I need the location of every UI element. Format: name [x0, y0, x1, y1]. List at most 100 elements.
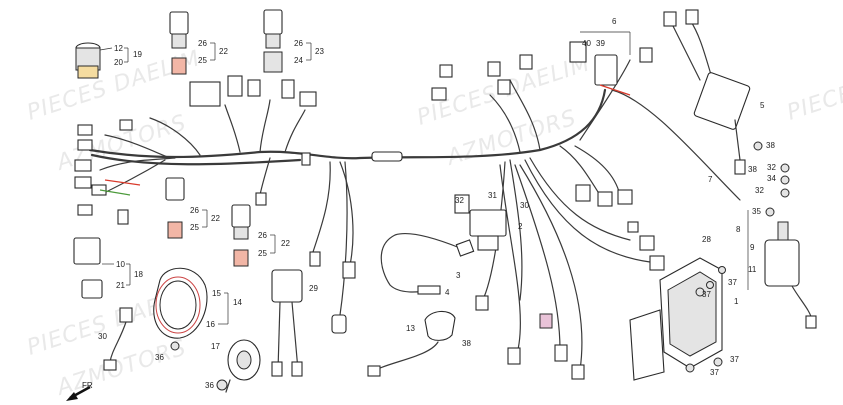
callout: 3 — [456, 271, 461, 280]
connector — [554, 344, 568, 362]
callout: 37 — [730, 355, 739, 364]
horn-17 — [225, 339, 261, 393]
connector — [575, 184, 591, 202]
watermark: PIECES — [784, 76, 843, 125]
callout: 38 — [766, 141, 775, 150]
callout: 30 — [520, 201, 529, 210]
callout: 38 — [462, 339, 471, 348]
callout: 7 — [708, 175, 713, 184]
bolt-37 — [718, 266, 726, 274]
callout: 10 — [116, 260, 125, 269]
callout: 15 — [212, 289, 221, 298]
connector — [475, 295, 489, 311]
callout: 32 — [767, 163, 776, 172]
connector-blocks-upper — [189, 75, 317, 107]
callout: 9 — [750, 243, 755, 252]
connector-cluster-left — [74, 119, 141, 225]
callout: 38 — [748, 165, 757, 174]
washer-35 — [765, 207, 775, 217]
callout: 6 — [612, 17, 617, 26]
callout: 25 — [198, 56, 207, 65]
callout: 1 — [734, 297, 739, 306]
callout: 32 — [755, 186, 764, 195]
connector — [539, 313, 553, 329]
callout: 24 — [294, 56, 303, 65]
horn-assembly — [153, 267, 208, 339]
callout: 14 — [233, 298, 242, 307]
starter-relay-9 — [764, 221, 817, 329]
harness-clip — [301, 152, 311, 166]
callout: 19 — [133, 50, 142, 59]
callout: 30 — [98, 332, 107, 341]
washer-34 — [780, 175, 790, 185]
callout: 26 — [258, 231, 267, 240]
connector — [649, 255, 665, 271]
relay-10 — [73, 237, 103, 299]
callout: 5 — [760, 101, 765, 110]
callout: 17 — [211, 342, 220, 351]
grommet — [170, 341, 180, 351]
callout: 34 — [767, 174, 776, 183]
bolt-37 — [706, 281, 714, 289]
callout: 20 — [114, 58, 123, 67]
callout: 26 — [198, 39, 207, 48]
connector — [571, 364, 585, 380]
callout: 39 — [596, 39, 605, 48]
callout: 8 — [736, 225, 741, 234]
callout: 22 — [219, 47, 228, 56]
cdi-unit — [629, 257, 723, 381]
regulator-5 — [663, 9, 751, 175]
callout: 21 — [116, 281, 125, 290]
relay-12 — [75, 42, 101, 79]
connector-cluster-right — [431, 41, 653, 101]
callout: 29 — [309, 284, 318, 293]
connector-29 — [103, 307, 133, 371]
relay-group-upper-1 — [169, 11, 189, 75]
callout: 18 — [134, 270, 143, 279]
connector — [74, 159, 92, 172]
callout: 2 — [518, 222, 523, 231]
connector — [639, 235, 655, 251]
callout: 37 — [710, 368, 719, 377]
connector — [627, 221, 639, 233]
connector — [617, 189, 633, 205]
connector — [507, 347, 521, 365]
callout: 16 — [206, 320, 215, 329]
connector — [77, 139, 93, 151]
callout: 22 — [211, 214, 220, 223]
spark-plug-lead — [380, 233, 475, 295]
harness-sleeve — [371, 151, 403, 162]
bolt-38 — [753, 141, 763, 151]
grommet — [216, 379, 228, 391]
relay-group-mid-2 — [231, 204, 251, 267]
connector — [597, 191, 613, 207]
callout: 37 — [728, 278, 737, 287]
callout: 26 — [294, 39, 303, 48]
module-27 — [271, 269, 303, 377]
callout: 13 — [406, 324, 415, 333]
connector — [309, 251, 321, 267]
callout: 22 — [281, 239, 290, 248]
connector — [77, 204, 93, 216]
callout: 4 — [445, 288, 450, 297]
callout: 25 — [190, 223, 199, 232]
callout: 40 — [582, 39, 591, 48]
connector — [91, 184, 107, 196]
callout: 23 — [315, 47, 324, 56]
connector — [74, 176, 92, 189]
callout: 36 — [205, 381, 214, 390]
callout: 37 — [702, 290, 711, 299]
connector — [342, 261, 356, 279]
main-harness — [88, 59, 741, 371]
callout: 11 — [748, 265, 757, 274]
relay-group-mid-1 — [165, 177, 185, 239]
callout: 12 — [114, 44, 123, 53]
sensor-13 — [367, 310, 456, 377]
connector — [117, 209, 129, 225]
connector — [255, 192, 267, 206]
callout: 26 — [190, 206, 199, 215]
relay-group-upper-2 — [263, 9, 283, 73]
front-label: FR — [82, 381, 93, 390]
callout: 28 — [702, 235, 711, 244]
